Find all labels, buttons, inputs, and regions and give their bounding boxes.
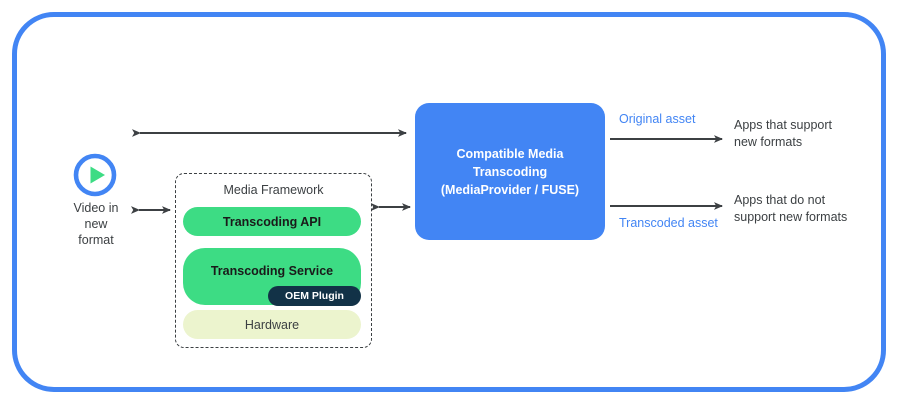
apps-support-line1: Apps that support	[734, 118, 832, 132]
video-source-label-line1: Video in	[73, 201, 119, 215]
layer-hardware[interactable]: Hardware	[183, 310, 361, 339]
video-source-label-line2: new	[84, 217, 108, 231]
oem-plugin-badge[interactable]: OEM Plugin	[268, 286, 361, 306]
layer-transcoding-service-label: Transcoding Service	[210, 263, 334, 278]
layer-transcoding-api[interactable]: Transcoding API	[183, 207, 361, 236]
original-asset-label: Original asset	[619, 112, 696, 126]
apps-nosupport-line2: support new formats	[734, 210, 848, 224]
layer-transcoding-api-label: Transcoding API	[222, 214, 322, 229]
cmt-line-3: (MediaProvider / FUSE)	[440, 182, 580, 197]
video-source-label-line3: format	[78, 233, 114, 247]
media-framework-container	[175, 173, 372, 348]
oem-plugin-label: OEM Plugin	[285, 290, 344, 302]
cmt-line-1: Compatible Media	[456, 146, 564, 161]
apps-support-line2: new formats	[734, 135, 803, 149]
transcoded-asset-label: Transcoded asset	[619, 216, 718, 230]
play-circle-icon	[72, 152, 118, 198]
apps-support-label: Apps that support new formats	[734, 117, 832, 151]
layer-hardware-label: Hardware	[244, 317, 300, 332]
compatible-media-transcoding-box[interactable]: Compatible Media Transcoding (MediaProvi…	[415, 103, 605, 240]
media-framework-title: Media Framework	[223, 183, 324, 197]
apps-nosupport-line1: Apps that do not	[734, 193, 826, 207]
apps-nosupport-label: Apps that do not support new formats	[734, 192, 847, 226]
cmt-box-text: Compatible Media Transcoding (MediaProvi…	[441, 145, 579, 199]
video-source-label: Video in new format	[48, 200, 144, 248]
cmt-line-2: Transcoding	[472, 164, 548, 179]
